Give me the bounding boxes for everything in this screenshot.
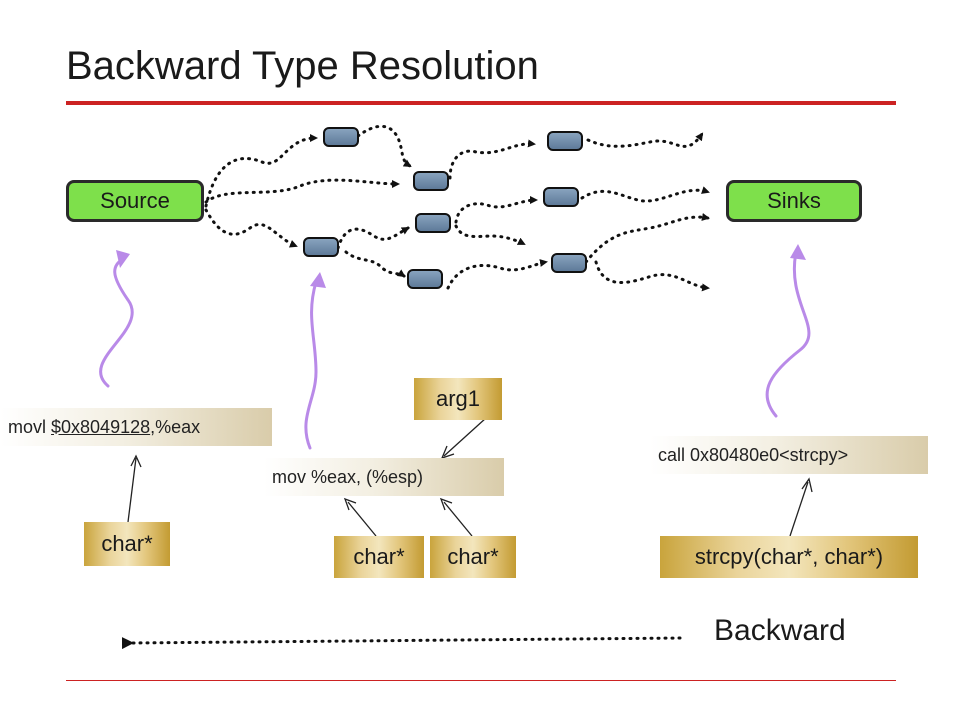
graph-node — [415, 213, 451, 233]
pointer-line — [789, 481, 809, 537]
graph-node — [413, 171, 449, 191]
graph-node — [303, 237, 339, 257]
pointer-line — [443, 417, 487, 457]
graph-node — [407, 269, 443, 289]
source-label: Source — [100, 188, 170, 213]
type-tag-arg1: arg1 — [414, 378, 502, 420]
call-text: call 0x80480e0<strcpy> — [658, 444, 849, 465]
flow-arrow — [356, 124, 412, 168]
backward-label: Backward — [714, 614, 846, 647]
pointer-head — [439, 497, 453, 511]
page-title: Backward Type Resolution — [66, 44, 539, 88]
flow-arrow — [584, 212, 710, 264]
type-tag-text: char* — [447, 544, 499, 569]
flow-arrow — [594, 260, 710, 292]
flow-arrow — [454, 196, 538, 224]
movl-register: ,%eax — [150, 416, 201, 437]
mov-text: mov %eax, (%esp) — [272, 466, 424, 487]
squiggle-arrowhead — [310, 272, 326, 288]
type-tag-text: strcpy(char*, char*) — [694, 544, 884, 569]
flow-arrow — [204, 208, 298, 248]
flow-arrow — [586, 132, 704, 148]
squiggle-arrow — [304, 280, 318, 450]
squiggle-arrow — [99, 256, 134, 388]
type-tag-char-mid2: char* — [430, 536, 516, 578]
pointer-line — [443, 501, 473, 537]
mov-instruction: mov %eax, (%esp) — [264, 458, 504, 496]
movl-opcode: movl — [8, 416, 52, 437]
source-box: Source — [66, 180, 204, 222]
type-tag-char-mid1: char* — [334, 536, 424, 578]
movl-instruction: movl $0x8049128,%eax — [0, 408, 272, 446]
title-underline — [66, 101, 896, 105]
pointer-head — [130, 454, 142, 468]
flow-arrow — [446, 259, 548, 290]
sinks-box: Sinks — [726, 180, 862, 222]
squiggle-arrowhead — [790, 244, 806, 260]
type-tag-strcpy-signature: strcpy(char*, char*) — [660, 536, 918, 578]
pointer-line — [127, 457, 137, 523]
flow-arrow — [454, 224, 526, 246]
movl-immediate: $0x8049128 — [51, 416, 151, 437]
type-tag-text: arg1 — [435, 386, 481, 411]
pointer-head — [801, 477, 813, 493]
pointer-head — [343, 497, 357, 511]
flow-arrow — [344, 250, 406, 278]
footer-rule — [66, 680, 896, 681]
graph-node — [547, 131, 583, 151]
type-tag-char-left: char* — [84, 522, 170, 566]
squiggle-arrowhead — [116, 250, 130, 268]
flow-arrow — [580, 186, 710, 203]
sinks-label: Sinks — [767, 188, 821, 213]
flow-arrow — [204, 178, 400, 204]
graph-node — [543, 187, 579, 207]
call-instruction: call 0x80480e0<strcpy> — [650, 436, 928, 474]
flow-arrow — [448, 139, 536, 180]
backward-arrow — [121, 636, 682, 650]
type-tag-text: char* — [353, 544, 405, 569]
pointer-line — [347, 501, 377, 537]
graph-node — [323, 127, 359, 147]
type-tag-text: char* — [101, 531, 153, 556]
flow-arrow — [204, 134, 318, 208]
graph-node — [551, 253, 587, 273]
flow-arrow — [336, 226, 410, 250]
squiggle-arrow — [765, 250, 811, 418]
